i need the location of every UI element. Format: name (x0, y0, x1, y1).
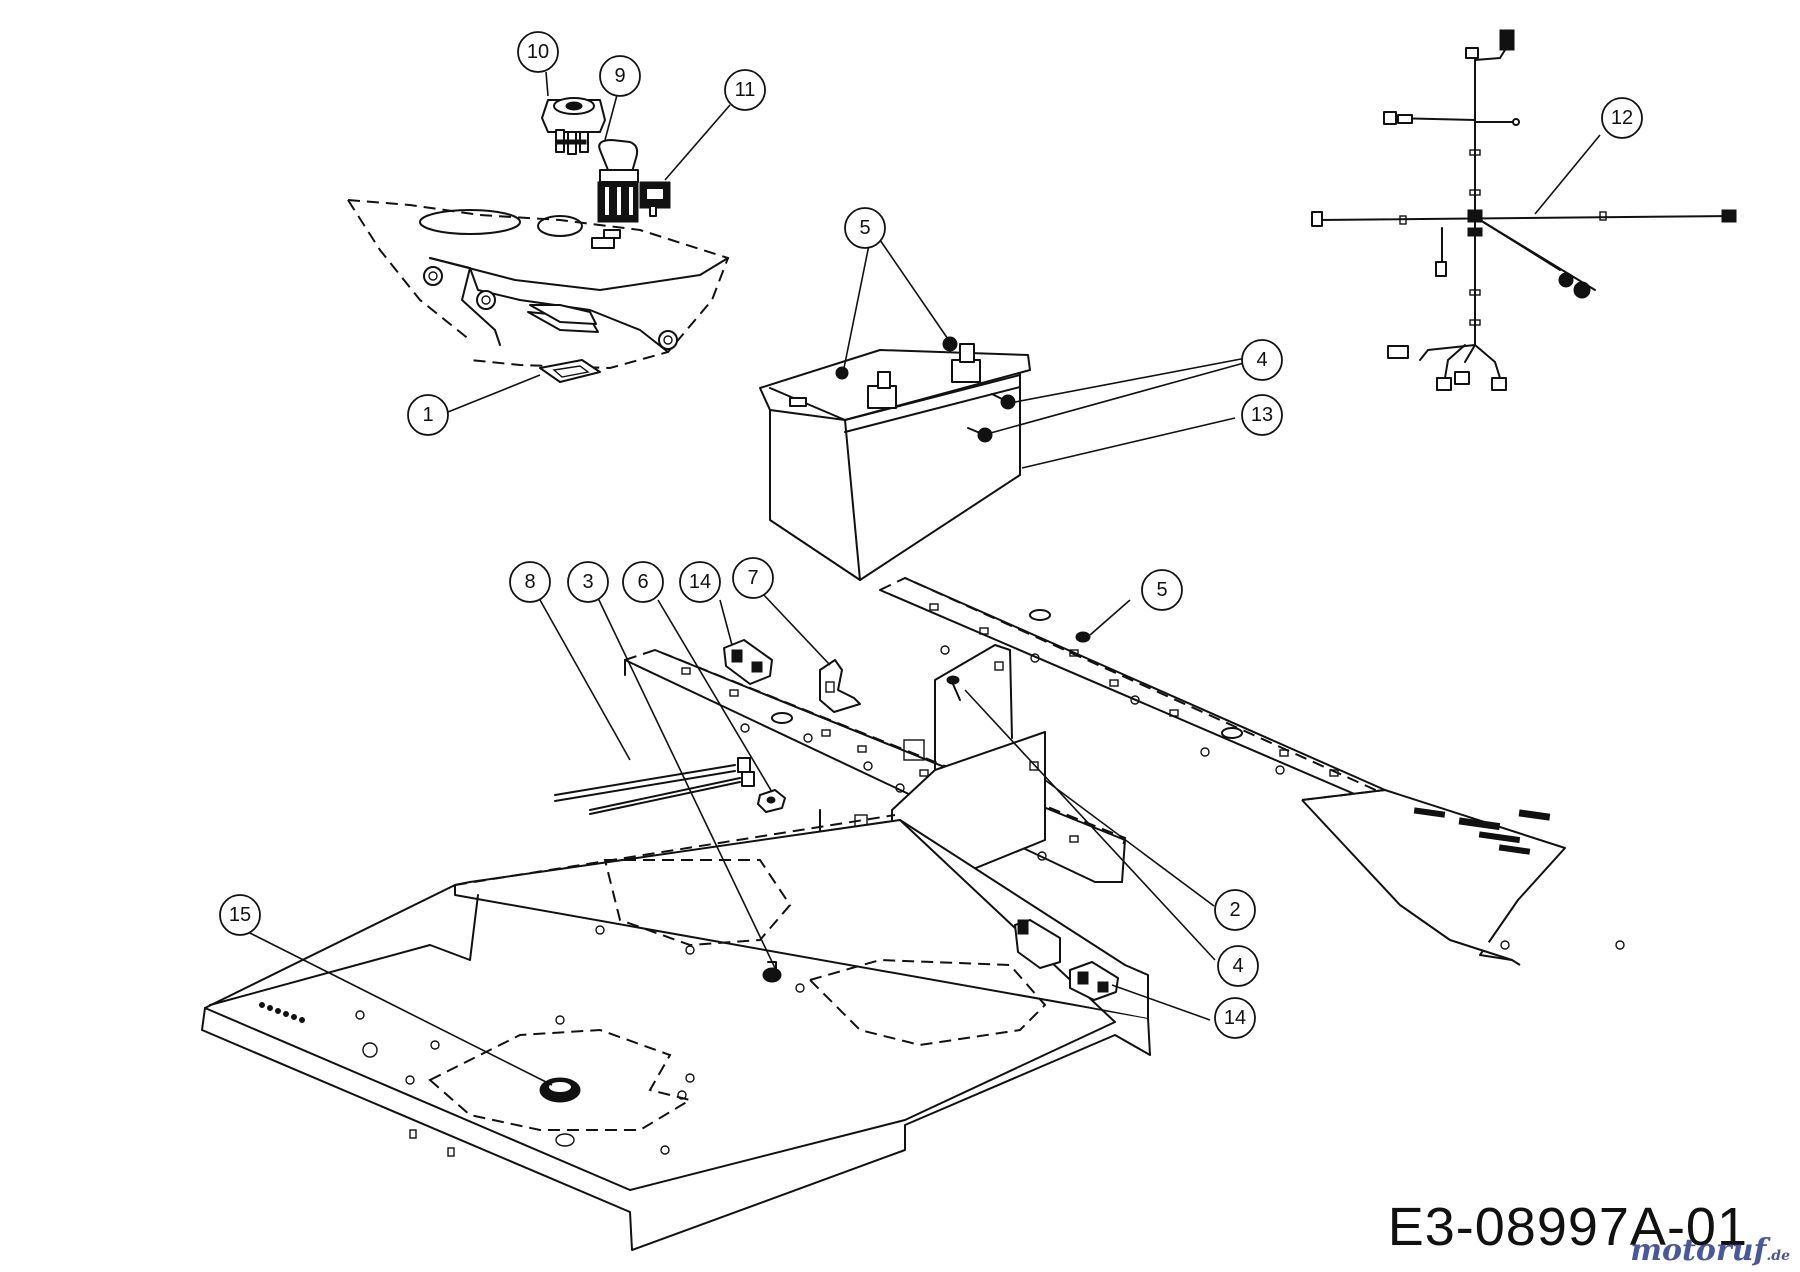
callout-14-lower: 14 (1214, 997, 1256, 1039)
callout-2: 2 (1214, 889, 1256, 931)
callout-15-label: 15 (229, 904, 251, 926)
callout-8-label: 8 (524, 571, 535, 593)
callout-9-label: 9 (614, 65, 625, 87)
interlock-switch-lower (1014, 919, 1119, 1001)
callout-12: 12 (1601, 97, 1643, 139)
drawing-code: E3-08997A-01 (1387, 1197, 1748, 1257)
callout-14-upper: 14 (679, 561, 721, 603)
hex-nut (757, 789, 786, 813)
battery-bolts (967, 393, 1016, 443)
callout-5-rail: 5 (1141, 569, 1183, 611)
callout-13: 13 (1241, 394, 1283, 436)
dash-grommet (539, 359, 601, 383)
callout-1: 1 (407, 394, 449, 436)
callout-9: 9 (599, 55, 641, 97)
callout-6-label: 6 (637, 571, 648, 593)
callout-5-battery: 5 (844, 207, 886, 249)
callout-4-battery-label: 4 (1256, 349, 1267, 371)
floor-pan (201, 814, 1151, 1251)
callout-11: 11 (724, 69, 766, 111)
callout-1-label: 1 (422, 404, 433, 426)
watermark-brand: motoruf (1630, 1233, 1767, 1268)
callout-14-upper-label: 14 (689, 571, 711, 593)
callout-5-rail-label: 5 (1156, 579, 1167, 601)
key-switch (541, 97, 606, 155)
frame-rail-right (879, 576, 1625, 966)
callout-5-battery-label: 5 (859, 217, 870, 239)
callout-15: 15 (219, 894, 261, 936)
cable-ties (554, 757, 755, 815)
callout-8: 8 (509, 561, 551, 603)
callout-3: 3 (567, 561, 609, 603)
wiring-harness (1311, 29, 1737, 391)
callout-4-battery: 4 (1241, 339, 1283, 381)
callout-12-label: 12 (1611, 107, 1633, 129)
tray-bolt (946, 675, 961, 701)
callout-13-label: 13 (1251, 404, 1273, 426)
rail-nut (1075, 631, 1091, 643)
callout-7-label: 7 (747, 567, 758, 589)
seat-switch-bracket (819, 659, 861, 713)
rocker-switch (639, 181, 671, 217)
watermark-tld: .de (1766, 1248, 1790, 1264)
interlock-switch-upper (723, 639, 773, 685)
dash-panel (347, 199, 730, 370)
floor-bolt (762, 961, 782, 983)
callout-7: 7 (732, 557, 774, 599)
watermark-logo: motoruf.de (1630, 1233, 1790, 1268)
callout-10-label: 10 (527, 41, 549, 63)
callout-4-tray: 4 (1217, 945, 1259, 987)
callout-10: 10 (517, 31, 559, 73)
callout-4-tray-label: 4 (1232, 955, 1243, 977)
battery (759, 336, 1031, 581)
leader-lines (239, 71, 1601, 1086)
pto-switch (597, 139, 639, 223)
callout-14-lower-label: 14 (1224, 1007, 1246, 1029)
callout-3-label: 3 (582, 571, 593, 593)
callout-6: 6 (622, 561, 664, 603)
callout-2-label: 2 (1229, 899, 1240, 921)
callout-11-label: 11 (735, 79, 756, 101)
